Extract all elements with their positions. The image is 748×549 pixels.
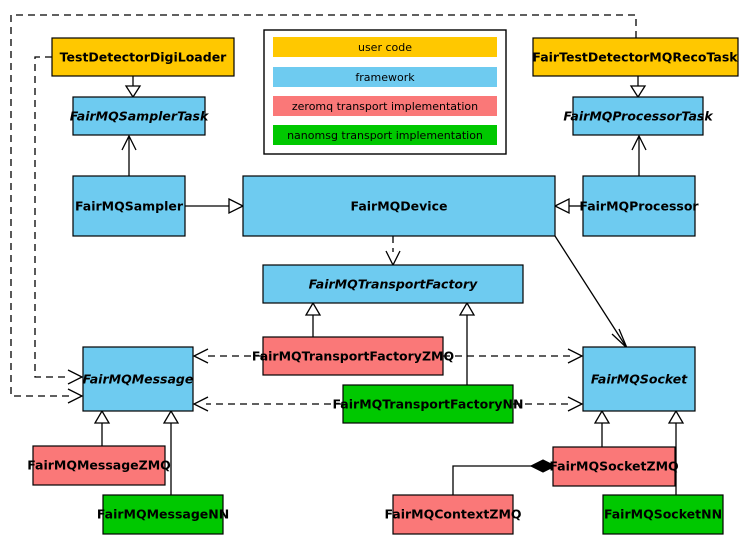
node-fairmqtransportfactoryzmq[interactable]: FairMQTransportFactoryZMQ xyxy=(252,336,454,376)
legend: user code framework zeromq transport imp… xyxy=(263,29,507,155)
node-fairmqprocessor[interactable]: FairMQProcessor xyxy=(579,175,699,237)
legend-label-framework: framework xyxy=(355,71,415,84)
node-box[interactable] xyxy=(82,346,194,412)
legend-swatch-user-code xyxy=(273,37,497,57)
node-fairtestdetectormqrecotask[interactable]: FairTestDetectorMQRecoTask xyxy=(532,37,739,77)
node-label: FairMQSocketNN xyxy=(604,507,722,522)
edge-group-routed-dependencies xyxy=(10,14,637,412)
node-fairmqtransportfactorynn[interactable]: FairMQTransportFactoryNN xyxy=(333,384,524,424)
legend-label-user-code: user code xyxy=(358,41,412,54)
node-box[interactable] xyxy=(392,494,514,535)
node-label: FairMQTransportFactoryZMQ xyxy=(252,349,454,364)
node-box[interactable] xyxy=(552,446,676,487)
legend-swatch-zeromq xyxy=(273,96,497,116)
edge-tfzmq-to-transportfactory-triangle xyxy=(304,301,322,316)
edge-tfnn-to-socket-arrowhead xyxy=(567,396,584,412)
edge-socketnn-to-socket-triangle xyxy=(667,409,685,424)
edge-tfnn-to-transportfactory-triangle xyxy=(458,301,476,316)
node-fairmqdevice[interactable]: FairMQDevice xyxy=(242,175,556,237)
node-box[interactable] xyxy=(582,175,696,237)
edge-recotask-to-processortask-triangle xyxy=(629,85,647,99)
node-label: FairMQMessageZMQ xyxy=(27,458,171,473)
node-testdetectordigiloader[interactable]: TestDetectorDigiLoader xyxy=(51,37,235,77)
node-label: FairMQMessageNN xyxy=(97,507,229,522)
node-label: FairMQDevice xyxy=(351,199,448,214)
edge-sampler-to-device-triangle xyxy=(228,197,245,215)
node-fairmqsamplertask[interactable]: FairMQSamplerTask xyxy=(70,96,209,136)
edge-processor-to-device-triangle xyxy=(553,197,570,215)
edge-group-generalizations xyxy=(93,76,685,495)
node-fairmqsocketnn[interactable]: FairMQSocketNN xyxy=(602,494,724,535)
edge-digiloader-to-samplertask-triangle xyxy=(124,85,142,99)
node-box[interactable] xyxy=(242,175,556,237)
node-label: FairTestDetectorMQRecoTask xyxy=(532,50,738,65)
edge-tfzmq-to-message-arrowhead xyxy=(192,348,209,364)
node-fairmqsampler[interactable]: FairMQSampler xyxy=(72,175,186,237)
edge-messagezmq-to-message-triangle xyxy=(93,409,111,424)
edge-device-to-socket xyxy=(554,235,626,346)
node-label: TestDetectorDigiLoader xyxy=(60,50,228,65)
node-label: FairMQContextZMQ xyxy=(384,507,521,522)
node-label: FairMQTransportFactoryNN xyxy=(333,397,524,412)
node-fairmqcontextzmq[interactable]: FairMQContextZMQ xyxy=(384,494,522,535)
node-label: FairMQTransportFactory xyxy=(309,277,478,292)
edge-contextzmq-to-socketzmq xyxy=(452,465,535,495)
node-box[interactable] xyxy=(51,37,235,77)
node-label: FairMQMessage xyxy=(83,372,194,387)
edge-tfnn-to-message-arrowhead xyxy=(192,396,209,412)
node-box[interactable] xyxy=(262,264,524,304)
node-fairmqmessagezmq[interactable]: FairMQMessageZMQ xyxy=(27,445,171,486)
node-label: FairMQSampler xyxy=(75,199,184,214)
node-fairmqsocket[interactable]: FairMQSocket xyxy=(582,346,696,412)
edge-processor-to-processortask-arrowhead xyxy=(631,134,647,151)
node-group: TestDetectorDigiLoader FairMQSamplerTask… xyxy=(27,37,739,535)
node-label: FairMQProcessorTask xyxy=(563,109,713,124)
node-box[interactable] xyxy=(572,96,704,136)
edge-sampler-to-samplertask-arrowhead xyxy=(121,134,137,151)
node-box[interactable] xyxy=(262,336,444,376)
node-fairmqmessagenn[interactable]: FairMQMessageNN xyxy=(97,494,229,535)
node-label: FairMQSocket xyxy=(591,372,688,387)
edge-digiloader-to-message xyxy=(34,56,70,378)
node-fairmqtransportfactory[interactable]: FairMQTransportFactory xyxy=(262,264,524,304)
node-box[interactable] xyxy=(532,37,739,77)
node-fairmqsocketzmq[interactable]: FairMQSocketZMQ xyxy=(549,446,679,487)
edge-messagenn-to-message-triangle xyxy=(162,409,180,424)
node-box[interactable] xyxy=(32,445,166,486)
edge-recotask-to-message-arrowhead xyxy=(67,388,84,404)
node-fairmqprocessortask[interactable]: FairMQProcessorTask xyxy=(563,96,713,136)
node-box[interactable] xyxy=(342,384,514,424)
edge-device-to-transportfactory-arrowhead xyxy=(385,250,401,267)
node-label: FairMQProcessor xyxy=(579,199,699,214)
node-label: FairMQSamplerTask xyxy=(70,109,209,124)
edge-tfzmq-to-socket-arrowhead xyxy=(567,348,584,364)
edge-socketzmq-to-socket-triangle xyxy=(593,409,611,424)
node-box[interactable] xyxy=(582,346,696,412)
node-box[interactable] xyxy=(102,494,224,535)
node-box[interactable] xyxy=(72,175,186,237)
legend-swatch-framework xyxy=(273,67,497,87)
node-box[interactable] xyxy=(602,494,724,535)
node-box[interactable] xyxy=(72,96,206,136)
legend-label-nanomsg: nanomsg transport implementation xyxy=(287,129,483,142)
edge-device-to-socket-arrowhead xyxy=(611,328,628,349)
edge-recotask-to-message xyxy=(10,14,637,397)
node-label: FairMQSocketZMQ xyxy=(549,459,678,474)
legend-swatch-nanomsg xyxy=(273,125,497,145)
node-fairmqmessage[interactable]: FairMQMessage xyxy=(82,346,194,412)
legend-label-zeromq: zeromq transport implementation xyxy=(292,100,478,113)
edge-digiloader-to-message-arrowhead xyxy=(67,369,84,385)
